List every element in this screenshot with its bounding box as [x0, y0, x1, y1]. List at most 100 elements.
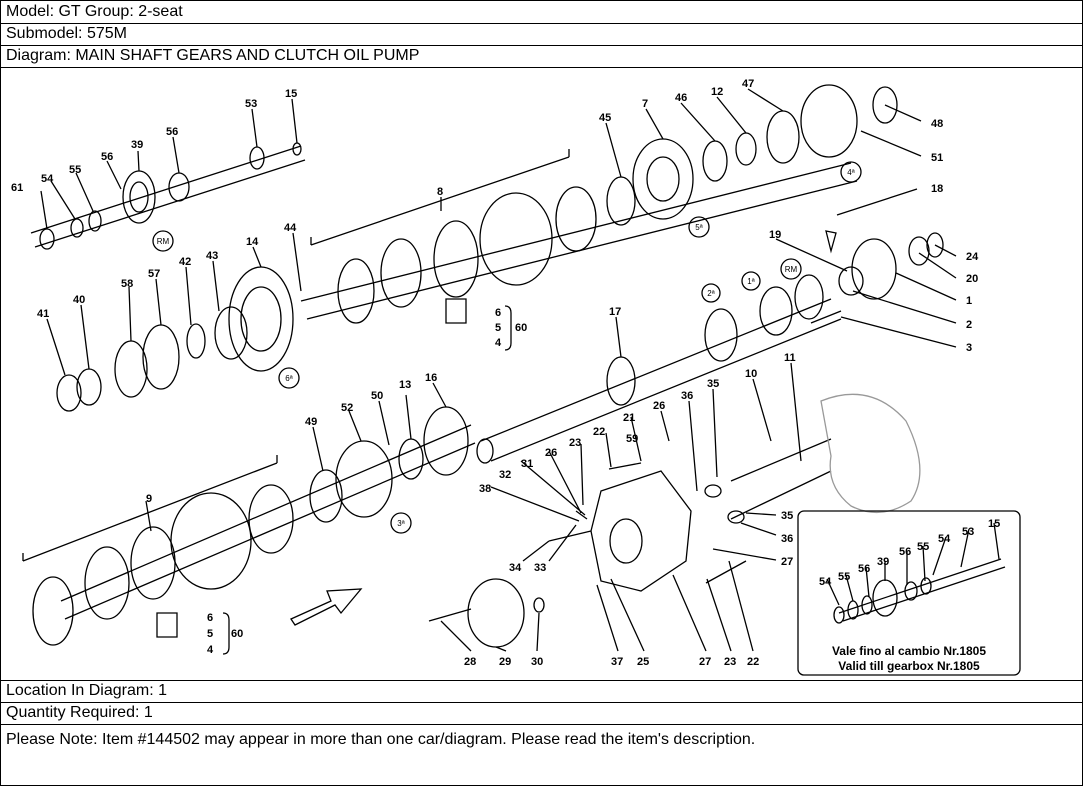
note-row: Please Note: Item #144502 may appear in … — [6, 731, 756, 748]
callout-19: 19 — [769, 229, 781, 241]
marker-gear-4: 4ª — [847, 168, 854, 177]
part-61 — [39, 228, 55, 250]
callout-44: 44 — [284, 222, 297, 234]
callout-26: 26 — [653, 400, 665, 412]
callout-23: 23 — [724, 656, 736, 668]
callout-42: 42 — [179, 256, 191, 268]
model-row: Model: GT Group: 2-seat — [1, 1, 1082, 24]
inset-callout-56: 56 — [858, 563, 870, 575]
inset-note-it: Vale fino al cambio Nr.1805 — [832, 644, 986, 658]
callout-36: 36 — [681, 390, 693, 402]
callout-18: 18 — [931, 183, 943, 195]
callout-27: 27 — [781, 556, 793, 568]
callout-48: 48 — [931, 118, 943, 130]
callout-30: 30 — [531, 656, 543, 668]
callout-25: 25 — [637, 656, 649, 668]
callout-9: 9 — [146, 493, 152, 505]
counter-shaft — [300, 162, 858, 320]
bracket-9 — [22, 455, 278, 562]
studs-10-11 — [730, 438, 832, 520]
gearbox-housing-outline — [820, 393, 921, 514]
callout-32: 32 — [499, 469, 511, 481]
callout-60: 60 — [515, 322, 527, 334]
lower-shaft — [60, 424, 476, 620]
callout-5: 5 — [495, 322, 501, 334]
marker-gear-2: 2ª — [707, 289, 714, 298]
marker-gear-5: 5ª — [695, 223, 702, 232]
marker-gear-3: 3ª — [397, 519, 404, 528]
pump-housing — [590, 470, 692, 592]
callout-27: 27 — [699, 656, 711, 668]
callout-54: 54 — [41, 173, 54, 185]
callout-38: 38 — [479, 483, 491, 495]
callout-8: 8 — [437, 186, 443, 198]
callout-28: 28 — [464, 656, 476, 668]
callout-60: 60 — [231, 628, 243, 640]
callout-40: 40 — [73, 294, 85, 306]
direction-arrow — [290, 588, 363, 626]
callout-36: 36 — [781, 533, 793, 545]
bearing-16 — [423, 406, 469, 476]
callout-49: 49 — [305, 416, 317, 428]
inset-note-en: Valid till gearbox Nr.1805 — [838, 659, 980, 673]
callout-56: 56 — [101, 151, 113, 163]
callout-46: 46 — [675, 92, 687, 104]
synchro-8 — [479, 192, 553, 286]
callout-23: 23 — [569, 437, 581, 449]
submodel-row: Submodel: 575M — [1, 24, 1082, 46]
callout-14: 14 — [246, 236, 259, 248]
inset-callout-53: 53 — [962, 526, 974, 538]
callout-57: 57 — [148, 268, 160, 280]
callout-43: 43 — [206, 250, 218, 262]
marker-gear-1: 1ª — [747, 277, 754, 286]
callout-61: 61 — [11, 182, 23, 194]
callout-39: 39 — [131, 139, 143, 151]
callout-22: 22 — [747, 656, 759, 668]
callout-50: 50 — [371, 390, 383, 402]
synchro-9 — [170, 492, 252, 590]
callout-24: 24 — [966, 251, 979, 263]
inset-callout-39: 39 — [877, 556, 889, 568]
callout-35: 35 — [707, 378, 719, 390]
callout-58: 58 — [121, 278, 133, 290]
inset-callout-55: 55 — [917, 541, 929, 553]
callout-31: 31 — [521, 458, 533, 470]
callout-59: 59 — [626, 433, 638, 445]
callout-20: 20 — [966, 273, 978, 285]
callout-12: 12 — [711, 86, 723, 98]
inset-callout-54: 54 — [938, 533, 951, 545]
callout-3: 3 — [966, 342, 972, 354]
bracket-8 — [310, 149, 570, 246]
callout-10: 10 — [745, 368, 757, 380]
marker-gear-6: 6ª — [285, 374, 292, 383]
callout-4: 4 — [207, 644, 214, 656]
callout-41: 41 — [37, 308, 49, 320]
callout-22: 22 — [593, 426, 605, 438]
bearing-57 — [142, 324, 180, 390]
callout-16: 16 — [425, 372, 437, 384]
inset-callout-54: 54 — [819, 576, 832, 588]
callout-13: 13 — [399, 379, 411, 391]
quantity-row: Quantity Required: 1 — [1, 703, 1082, 725]
callout-6: 6 — [207, 612, 213, 624]
callout-1: 1 — [966, 295, 972, 307]
inset-callout-55: 55 — [838, 571, 850, 583]
flange-1 — [851, 238, 897, 300]
callout-47: 47 — [742, 78, 754, 90]
callout-11: 11 — [784, 352, 796, 364]
pump-rotor-29 — [467, 578, 525, 648]
callout-52: 52 — [341, 402, 353, 414]
inset-box — [797, 510, 1021, 676]
diagram-drawing: 61 54 55 56 39 56 53 15 8 45 7 46 12 47 … — [11, 78, 1021, 676]
callout-2: 2 — [966, 319, 972, 331]
callout-56: 56 — [166, 126, 178, 138]
main-shaft-17 — [480, 298, 842, 462]
callout-34: 34 — [509, 562, 522, 574]
exploded-diagram: 61 54 55 56 39 56 53 15 8 45 7 46 12 47 … — [1, 68, 1082, 681]
location-row: Location In Diagram: 1 — [1, 681, 1082, 703]
callout-4: 4 — [495, 337, 502, 349]
callout-21: 21 — [623, 412, 635, 424]
callout-37: 37 — [611, 656, 623, 668]
callout-51: 51 — [931, 152, 943, 164]
